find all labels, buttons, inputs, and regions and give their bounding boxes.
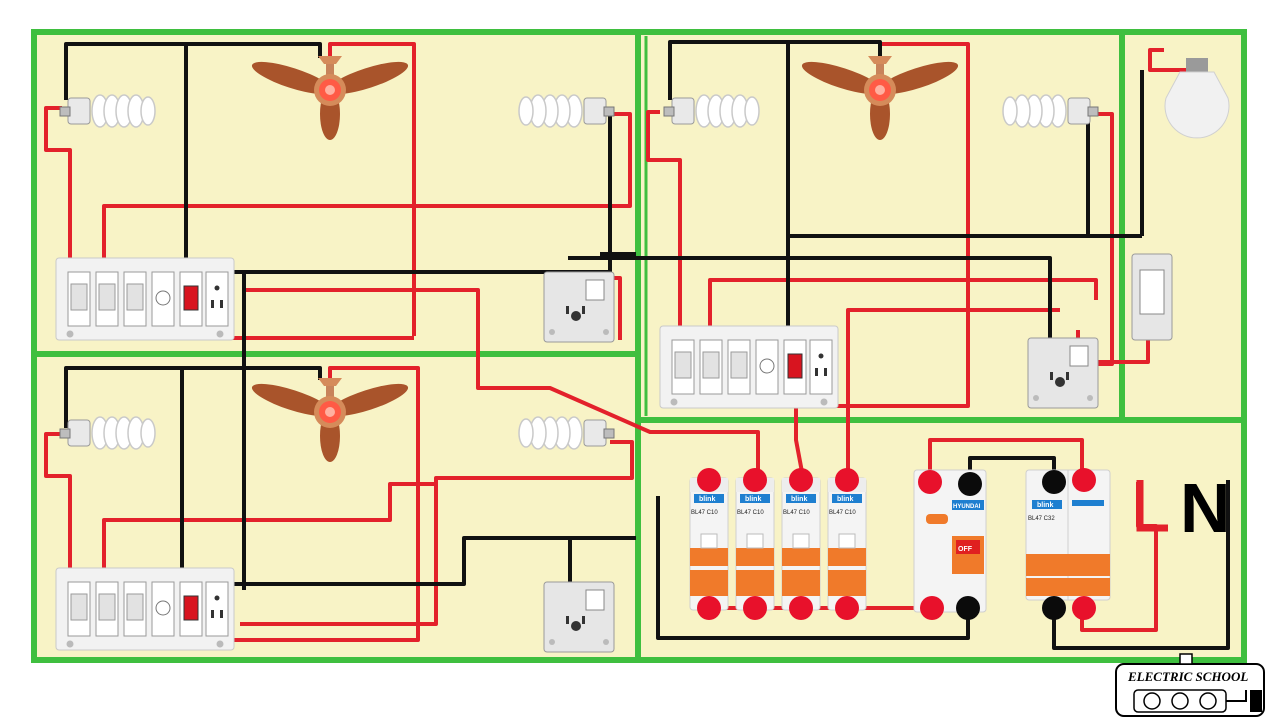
live-supply-label bbox=[1136, 480, 1168, 532]
neutral-supply-label: N bbox=[1180, 469, 1231, 547]
cfl-lamp-icon bbox=[59, 94, 156, 128]
mcb-labels: blink blink blink blink BL47 C10 BL47 C1… bbox=[691, 494, 862, 516]
rccb: HYUNDAI OFF bbox=[913, 469, 987, 613]
supply-labels: N bbox=[1136, 469, 1231, 547]
main-mcb-rating: BL47 C32 bbox=[1028, 516, 1055, 522]
cfl-lamp-icon bbox=[518, 94, 615, 128]
cfl-lamp-icon bbox=[663, 94, 760, 128]
socket-board bbox=[543, 271, 615, 343]
walls bbox=[31, 29, 1247, 663]
cfl-lamp-icon bbox=[59, 416, 156, 450]
mcb-2-brand: blink bbox=[745, 496, 761, 503]
rccb-brand: HYUNDAI bbox=[953, 504, 981, 510]
mcb-1-brand: blink bbox=[699, 496, 715, 503]
switch-board bbox=[659, 325, 839, 409]
main-mcb: blink BL47 C32 bbox=[1025, 469, 1111, 601]
single-switch bbox=[1131, 253, 1173, 341]
neutral-wires bbox=[64, 40, 1230, 650]
cfl-lamp-icon bbox=[518, 416, 615, 450]
mcb-1-rating: BL47 C10 bbox=[691, 510, 718, 516]
rccb-state: OFF bbox=[958, 546, 973, 553]
socket-board bbox=[1027, 337, 1099, 409]
logo-text: ELECTRIC SCHOOL bbox=[1127, 669, 1248, 684]
live-wires bbox=[44, 42, 1190, 642]
mcb-3-rating: BL47 C10 bbox=[783, 510, 810, 516]
cfl-lamp-icon bbox=[1002, 94, 1099, 128]
mcb-4-brand: blink bbox=[837, 496, 853, 503]
mcb-2-rating: BL47 C10 bbox=[737, 510, 764, 516]
main-mcb-brand: blink bbox=[1037, 502, 1053, 509]
switch-board bbox=[55, 567, 235, 651]
socket-board bbox=[543, 581, 615, 653]
switch-board bbox=[55, 257, 235, 341]
led-bulb-icon bbox=[1164, 58, 1230, 139]
electric-school-logo: ELECTRIC SCHOOL bbox=[1115, 653, 1265, 717]
mcb-4-rating: BL47 C10 bbox=[829, 510, 856, 516]
mcb-3-brand: blink bbox=[791, 496, 807, 503]
